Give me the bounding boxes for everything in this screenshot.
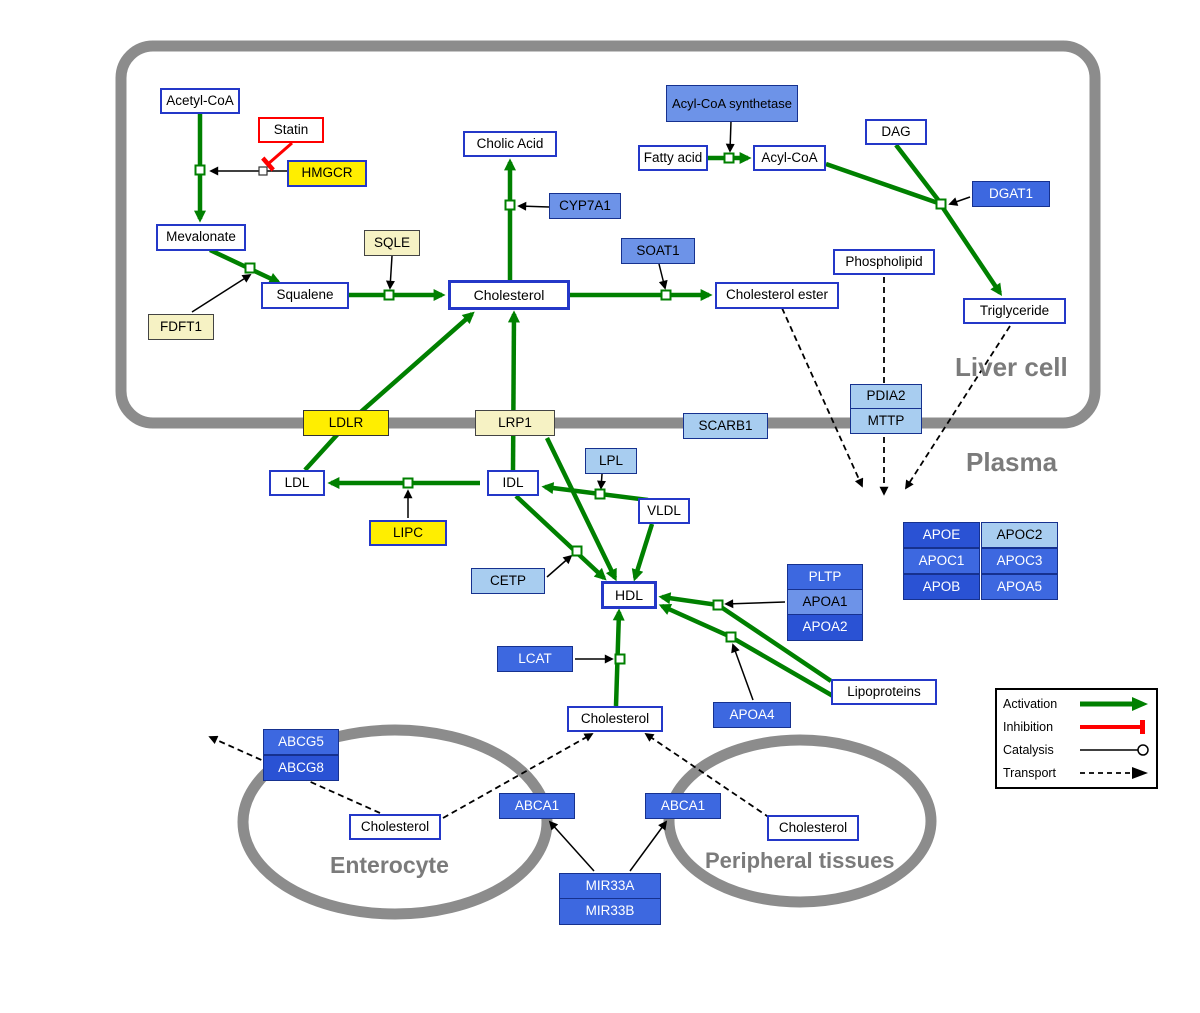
- node-idl[interactable]: IDL: [487, 470, 539, 496]
- node-soat1[interactable]: SOAT1: [621, 238, 695, 264]
- node-mttp[interactable]: MTTP: [850, 408, 922, 434]
- node-lpl[interactable]: LPL: [585, 448, 637, 474]
- node-triglyceride[interactable]: Triglyceride: [963, 298, 1066, 324]
- node-phospholipid[interactable]: Phospholipid: [833, 249, 935, 275]
- node-abca1-left[interactable]: ABCA1: [499, 793, 575, 819]
- node-dgat1[interactable]: DGAT1: [972, 181, 1050, 207]
- legend-transport-label: Transport: [1003, 765, 1057, 780]
- node-abcg8[interactable]: ABCG8: [263, 755, 339, 781]
- node-apoc3[interactable]: APOC3: [981, 548, 1058, 574]
- node-cholesterol-enterocyte[interactable]: Cholesterol: [349, 814, 441, 840]
- node-abcg5[interactable]: ABCG5: [263, 729, 339, 755]
- node-cholesterol-peripheral[interactable]: Cholesterol: [767, 815, 859, 841]
- liver-cell-label: Liver cell: [955, 352, 1068, 382]
- node-ldl[interactable]: LDL: [269, 470, 325, 496]
- legend-activation: Activation: [1003, 694, 1150, 714]
- node-apoc2[interactable]: APOC2: [981, 522, 1058, 548]
- node-pdia2[interactable]: PDIA2: [850, 384, 922, 409]
- legend-catalysis-label: Catalysis: [1003, 742, 1054, 757]
- inhibition-edge: [261, 141, 293, 172]
- inhibition-tee-icon: [1080, 720, 1145, 735]
- legend-catalysis: Catalysis: [1003, 740, 1150, 760]
- node-lipc[interactable]: LIPC: [369, 520, 447, 546]
- node-apoa4[interactable]: APOA4: [713, 702, 791, 728]
- node-apoa5[interactable]: APOA5: [981, 574, 1058, 600]
- catalysis-circle-icon: [1080, 744, 1149, 756]
- plasma-label: Plasma: [966, 447, 1058, 477]
- node-lcat[interactable]: LCAT: [497, 646, 573, 672]
- node-fdft1[interactable]: FDFT1: [148, 314, 214, 340]
- node-hmgcr[interactable]: HMGCR: [287, 160, 367, 187]
- node-abca1-right[interactable]: ABCA1: [645, 793, 721, 819]
- node-scarb1[interactable]: SCARB1: [683, 413, 768, 439]
- node-statin[interactable]: Statin: [258, 117, 324, 143]
- node-apoe[interactable]: APOE: [903, 522, 980, 548]
- node-apob[interactable]: APOB: [903, 574, 980, 600]
- node-cholesterol-plasma[interactable]: Cholesterol: [567, 706, 663, 732]
- node-cholesterol-ester[interactable]: Cholesterol ester: [715, 282, 839, 309]
- legend-inhibition: Inhibition: [1003, 717, 1150, 737]
- node-apoa1[interactable]: APOA1: [787, 589, 863, 615]
- node-cyp7a1[interactable]: CYP7A1: [549, 193, 621, 219]
- transport-edges: [208, 277, 1011, 819]
- node-cholesterol-liver[interactable]: Cholesterol: [448, 280, 570, 310]
- node-lipoproteins[interactable]: Lipoproteins: [831, 679, 937, 705]
- node-mir33b[interactable]: MIR33B: [559, 898, 661, 925]
- node-acetyl-coa[interactable]: Acetyl-CoA: [160, 88, 240, 114]
- node-hdl[interactable]: HDL: [601, 581, 657, 609]
- node-acyl-coa[interactable]: Acyl-CoA: [753, 145, 826, 171]
- node-ldlr[interactable]: LDLR: [303, 410, 389, 436]
- legend: Activation Inhibition Catalysis Transpor…: [995, 688, 1158, 789]
- reaction-nodes: [194, 152, 947, 665]
- node-pltp[interactable]: PLTP: [787, 564, 863, 590]
- node-mevalonate[interactable]: Mevalonate: [156, 224, 246, 251]
- node-vldl[interactable]: VLDL: [638, 498, 690, 524]
- node-cetp[interactable]: CETP: [471, 568, 545, 594]
- node-apoc1[interactable]: APOC1: [903, 548, 980, 574]
- enterocyte-label: Enterocyte: [330, 852, 449, 878]
- transport-arrow-icon: [1080, 766, 1148, 779]
- node-fatty-acid[interactable]: Fatty acid: [638, 145, 708, 171]
- node-acyl-coa-synthetase[interactable]: Acyl-CoA synthetase: [666, 85, 798, 122]
- legend-activation-label: Activation: [1003, 697, 1058, 712]
- legend-transport: Transport: [1003, 763, 1150, 783]
- peripheral-tissues-label: Peripheral tissues: [705, 848, 895, 873]
- node-cholic-acid[interactable]: Cholic Acid: [463, 131, 557, 157]
- node-squalene[interactable]: Squalene: [261, 282, 349, 309]
- node-dag[interactable]: DAG: [865, 119, 927, 145]
- node-lrp1[interactable]: LRP1: [475, 410, 555, 436]
- node-apoa2[interactable]: APOA2: [787, 614, 863, 641]
- compartment-outlines: [115, 40, 1101, 920]
- node-sqle[interactable]: SQLE: [364, 230, 420, 256]
- legend-inhibition-label: Inhibition: [1003, 720, 1054, 735]
- activation-arrow-icon: [1080, 697, 1148, 712]
- node-mir33a[interactable]: MIR33A: [559, 873, 661, 899]
